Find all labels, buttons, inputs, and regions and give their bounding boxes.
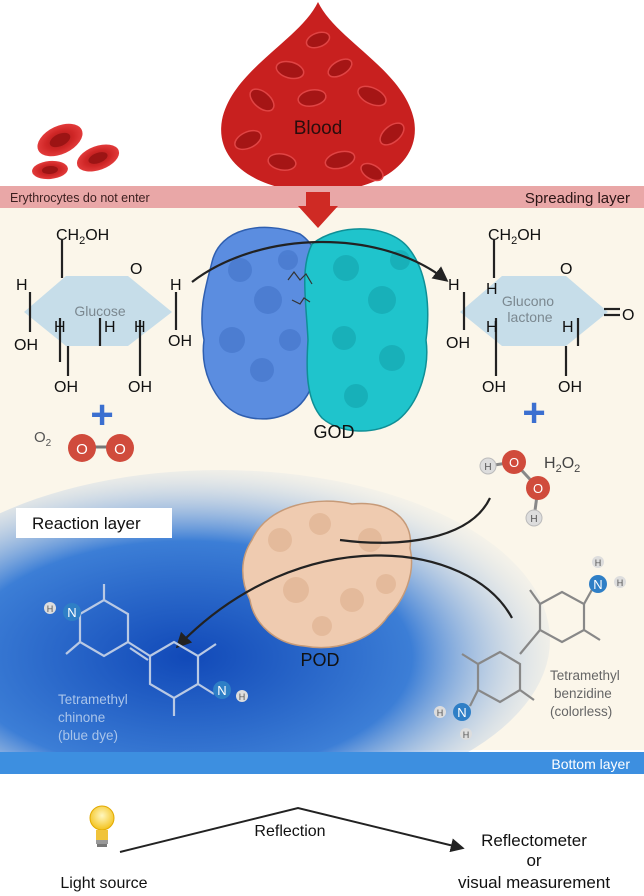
- h2o2-main: H: [544, 455, 556, 472]
- god-label: GOD: [313, 422, 354, 442]
- svg-text:O2: O2: [34, 429, 52, 449]
- glucose-oh-bottom1: OH: [54, 379, 78, 396]
- benzidine-h1: H: [595, 558, 602, 568]
- chinone-n1: N: [67, 605, 76, 620]
- spreading-layer-label: Spreading layer: [525, 190, 630, 207]
- glucose-h-mid2: H: [104, 319, 116, 336]
- gl-oh-left: OH: [446, 335, 470, 352]
- h2o2-h2: H: [530, 514, 537, 525]
- o2-sub: 2: [46, 438, 52, 449]
- glucose-h-left: H: [16, 277, 28, 294]
- chinone-molecule: [65, 584, 217, 716]
- h2o2-consumption-arrow: [339, 497, 491, 544]
- gl-oh-bottom2: OH: [558, 379, 582, 396]
- chinone-h1: H: [47, 604, 54, 614]
- gl-ch2oh-tail: OH: [517, 227, 541, 244]
- blood-label: Blood: [294, 118, 343, 139]
- benzidine-n1: N: [593, 577, 602, 592]
- benzidine-h4: H: [463, 730, 470, 740]
- gl-h-mid1: H: [486, 319, 498, 336]
- h2o2-sub2: 2: [574, 463, 580, 475]
- gluconolactone-name-1: Glucono: [502, 293, 554, 309]
- blue-dye-glow: [0, 470, 550, 810]
- light-source-label: Light source: [60, 875, 147, 892]
- glucose-h-mid3: H: [134, 319, 146, 336]
- h2o2-tail: O: [562, 455, 574, 472]
- h2o2-o2: O: [533, 481, 543, 496]
- god-enzyme: GOD: [201, 226, 429, 442]
- chinone-label-3: (blue dye): [58, 728, 118, 743]
- erythrocytes: [32, 123, 120, 180]
- oxygen-molecule: O2 O O: [34, 429, 134, 462]
- svg-text:CH2OH: CH2OH: [488, 227, 541, 247]
- blood-entry-arrow: [298, 192, 338, 228]
- gl-ch2oh-sub: 2: [511, 235, 517, 247]
- plus-sign-left: +: [90, 393, 113, 437]
- glucose-oh-left: OH: [14, 337, 38, 354]
- gluconolactone-molecule: CH2OH O O H OH H H H OH OH Glucono lacto…: [446, 227, 634, 396]
- light-bulb-icon: [89, 805, 115, 847]
- glucose-h-mid1: H: [54, 319, 66, 336]
- gl-oh-bottom1: OH: [482, 379, 506, 396]
- reflection-path: [119, 806, 465, 853]
- chinone-h2: H: [239, 692, 246, 702]
- h2o2-o1: O: [509, 455, 519, 470]
- h2o2-sub1: 2: [556, 463, 562, 475]
- gl-h-mid2: H: [562, 319, 574, 336]
- benzidine-h2: H: [617, 578, 624, 588]
- pod-reaction-arrow: [175, 554, 513, 649]
- benzidine-label-1: Tetramethyl: [550, 668, 620, 683]
- gl-ch2oh-main: CH: [488, 227, 511, 244]
- glucose-ch2oh-tail: OH: [85, 227, 109, 244]
- reflection-label: Reflection: [254, 823, 325, 840]
- bottom-layer-label: Bottom layer: [551, 756, 630, 772]
- chinone-label-1: Tetramethyl: [58, 692, 128, 707]
- glucose-molecule: CH2OH O H OH H H H OH OH H OH Glucose: [14, 227, 192, 396]
- o2-atom-right: O: [114, 441, 126, 458]
- god-reaction-arrow: [191, 240, 449, 283]
- erythrocytes-note: Erythrocytes do not enter: [10, 191, 150, 205]
- chinone-label-2: chinone: [58, 710, 105, 725]
- glucose-ch2oh-main: CH: [56, 227, 79, 244]
- chinone-atoms: N H N H: [44, 602, 248, 702]
- o2-atom-left: O: [76, 441, 88, 458]
- benzidine-label-2: benzidine: [554, 686, 612, 701]
- glucose-name: Glucose: [74, 303, 126, 319]
- h2o2-molecule: H O O H H2O2: [479, 450, 580, 527]
- glucose-ch2oh-sub: 2: [79, 235, 85, 247]
- glucose-h-right: H: [170, 277, 182, 294]
- reaction-layer-label: Reaction layer: [32, 514, 141, 533]
- gl-h-top: H: [486, 281, 498, 298]
- svg-text:H2O2: H2O2: [544, 455, 580, 475]
- reaction-layer-tag: [16, 508, 172, 538]
- pod-enzyme: POD: [242, 500, 413, 670]
- svg-text:CH2OH: CH2OH: [56, 227, 109, 247]
- gluconolactone-name-2: lactone: [507, 309, 552, 325]
- o2-main: O: [34, 429, 46, 446]
- visual-measurement-label: visual measurement: [458, 873, 610, 892]
- pod-label: POD: [300, 650, 339, 670]
- reflectometer-label: Reflectometer: [481, 831, 587, 850]
- benzidine-h3: H: [437, 708, 444, 718]
- gl-ring-oxygen: O: [560, 261, 572, 278]
- glucose-oh-right: OH: [168, 333, 192, 350]
- bottom-layer-band: [0, 752, 644, 774]
- blood-drop: Blood: [221, 2, 415, 192]
- benzidine-label-3: (colorless): [550, 704, 612, 719]
- glucose-ring-oxygen: O: [130, 261, 142, 278]
- plus-sign-right: +: [522, 391, 545, 435]
- h2o2-h1: H: [484, 462, 491, 473]
- glucose-oh-bottom2: OH: [128, 379, 152, 396]
- or-label: or: [526, 851, 541, 870]
- gl-h-left: H: [448, 277, 460, 294]
- benzidine-atoms: N H H N H H: [434, 556, 626, 740]
- gl-carbonyl-oxygen: O: [622, 307, 634, 324]
- chinone-n2: N: [217, 683, 226, 698]
- benzidine-n2: N: [457, 705, 466, 720]
